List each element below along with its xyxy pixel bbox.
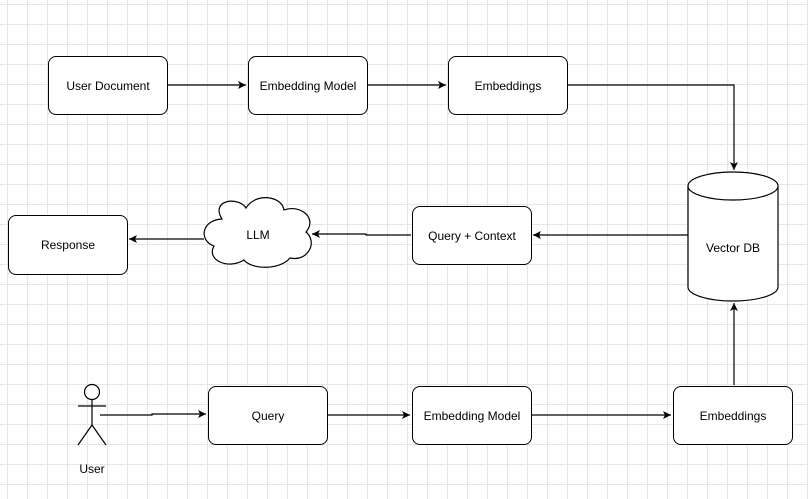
response-node[interactable]: Response: [8, 215, 128, 275]
embedding-model-top-node[interactable]: Embedding Model: [248, 56, 368, 115]
embeddings-bottom-node[interactable]: Embeddings: [673, 386, 793, 445]
embedding-model-top-label: Embedding Model: [259, 78, 357, 93]
user-document-node[interactable]: User Document: [48, 56, 168, 115]
query-node[interactable]: Query: [208, 386, 328, 445]
embeddings-top-label: Embeddings: [474, 78, 542, 93]
llm-cloud-shape[interactable]: [203, 197, 312, 268]
edge-user-to-query: [100, 410, 206, 418]
user-document-label: User Document: [66, 78, 150, 93]
query-context-label: Query + Context: [428, 228, 516, 243]
embeddings-bottom-label: Embeddings: [699, 408, 767, 423]
embedding-model-bottom-node[interactable]: Embedding Model: [412, 386, 532, 445]
user-actor-icon[interactable]: [77, 383, 107, 446]
edge-query-context-to-llm: [312, 230, 411, 238]
query-label: Query: [251, 408, 285, 423]
query-context-node[interactable]: Query + Context: [412, 206, 532, 265]
llm-label: LLM: [246, 228, 270, 242]
vector-db-cylinder[interactable]: [687, 171, 779, 302]
vector-db-label: Vector DB: [705, 241, 761, 255]
embedding-model-bottom-label: Embedding Model: [423, 408, 521, 423]
edge-embeddings-to-vector-db: [568, 84, 738, 170]
embeddings-top-node[interactable]: Embeddings: [448, 56, 568, 115]
user-label: User: [79, 462, 105, 476]
response-label: Response: [40, 238, 96, 252]
